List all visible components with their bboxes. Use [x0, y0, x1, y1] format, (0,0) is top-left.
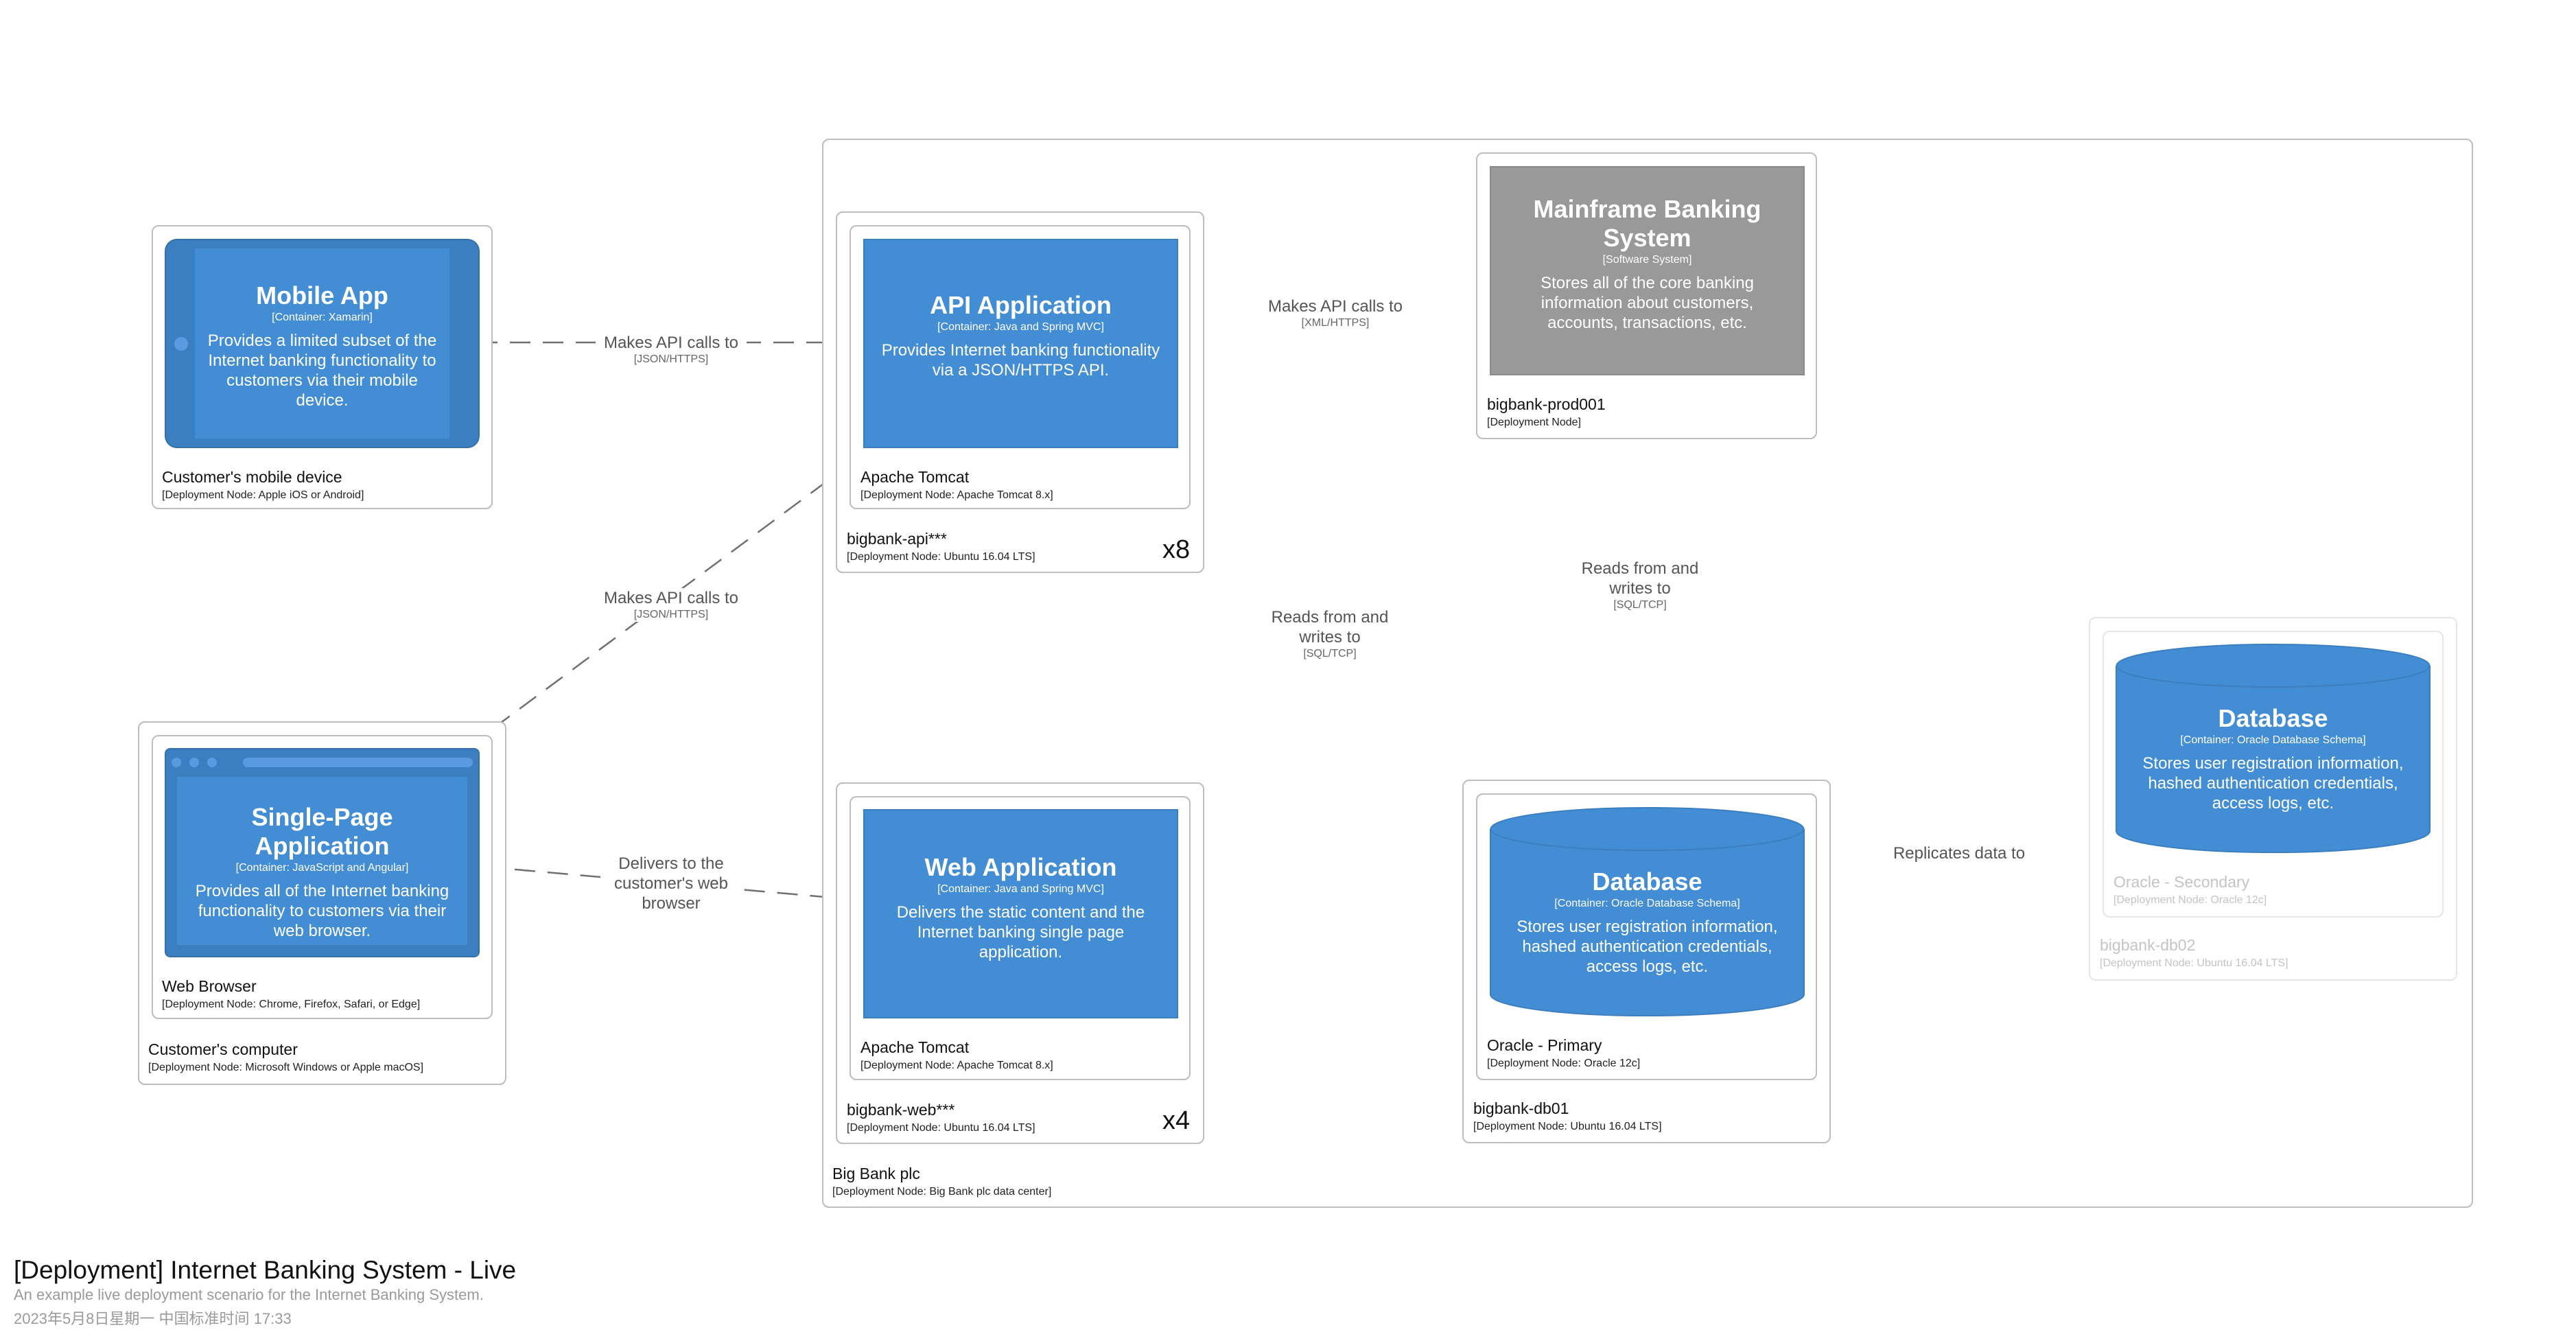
diagram-date: 2023年5月8日星期一 中国标准时间 17:33	[14, 1310, 292, 1327]
node-customer-computer-meta: [Deployment Node: Microsoft Windows or A…	[148, 1062, 424, 1073]
container-mainframe[interactable]: Mainframe Banking System [Software Syste…	[1490, 166, 1805, 375]
db-secondary-desc: Stores user registration information, ha…	[2142, 754, 2404, 813]
node-db01-meta: [Deployment Node: Ubuntu 16.04 LTS]	[1473, 1121, 1662, 1132]
db-secondary-title: Database	[2218, 704, 2328, 732]
mobile-app-desc: Provides a limited subset of the Interne…	[207, 331, 437, 410]
edge-label-text: Delivers to the customer's web browser	[614, 854, 728, 913]
container-web-app[interactable]: Web Application [Container: Java and Spr…	[863, 809, 1178, 1018]
diagram-description: An example live deployment scenario for …	[14, 1286, 484, 1303]
node-web-host-meta: [Deployment Node: Ubuntu 16.04 LTS]	[847, 1122, 1035, 1134]
edge-label-replicates: Replicates data to	[1880, 843, 2038, 863]
node-prod001-name: bigbank-prod001	[1487, 395, 1606, 413]
node-api-tomcat-meta: [Deployment Node: Apache Tomcat 8.x]	[860, 489, 1053, 501]
db-secondary-type: [Container: Oracle Database Schema]	[2180, 734, 2366, 746]
container-db-secondary[interactable]: Database [Container: Oracle Database Sch…	[2116, 644, 2431, 853]
mainframe-title: Mainframe Banking System	[1533, 195, 1761, 252]
edge-label-tech: [XML/HTTPS]	[1301, 317, 1370, 329]
db-primary-title: Database	[1592, 867, 1702, 896]
node-bigbank-name: Big Bank plc	[832, 1165, 920, 1182]
edge-label-text: Makes API calls to	[603, 589, 739, 607]
edge-label-tech: [SQL/TCP]	[1613, 599, 1667, 611]
web-app-desc: Delivers the static content and the Inte…	[896, 903, 1145, 961]
edge-label-text: Reads from and writes to	[1581, 559, 1699, 598]
edge-label-tech: [SQL/TCP]	[1303, 648, 1357, 660]
web-app-title: Web Application	[924, 853, 1117, 881]
mainframe-type: [Software System]	[1602, 254, 1692, 266]
node-web-browser-meta: [Deployment Node: Chrome, Firefox, Safar…	[162, 999, 421, 1010]
edge-label-api-to-db-primary: Reads from and writes to [SQL/TCP]	[1261, 607, 1398, 661]
database-cylinder-secondary	[2116, 644, 2431, 853]
api-app-type: [Container: Java and Spring MVC]	[937, 321, 1104, 333]
container-spa[interactable]: Single-Page Application [Container: Java…	[165, 748, 480, 957]
node-customer-computer-name: Customer's computer	[148, 1040, 298, 1058]
phone-home-button	[174, 336, 188, 351]
browser-toolbar	[172, 755, 473, 769]
api-app-desc: Provides Internet banking functionality …	[881, 341, 1160, 380]
container-api-app[interactable]: API Application [Container: Java and Spr…	[863, 239, 1178, 448]
container-mobile-app[interactable]: Mobile App [Container: Xamarin] Provides…	[165, 239, 480, 448]
db-primary-desc: Stores user registration information, ha…	[1517, 918, 1778, 976]
node-prod001-meta: [Deployment Node]	[1487, 417, 1581, 428]
node-web-browser-name: Web Browser	[162, 977, 257, 995]
node-api-host-name: bigbank-api***	[847, 530, 947, 548]
node-oracle-secondary-name: Oracle - Secondary	[2114, 873, 2250, 891]
node-oracle-primary-meta: [Deployment Node: Oracle 12c]	[1487, 1058, 1641, 1069]
node-db02-name: bigbank-db02	[2100, 936, 2196, 954]
node-api-tomcat-name: Apache Tomcat	[860, 468, 970, 486]
spa-title: Single-Page Application	[251, 803, 393, 860]
node-db02-meta: [Deployment Node: Ubuntu 16.04 LTS]	[2100, 957, 2288, 969]
node-mobile-device-name: Customer's mobile device	[162, 468, 342, 486]
node-web-tomcat-meta: [Deployment Node: Apache Tomcat 8.x]	[860, 1060, 1053, 1071]
node-mobile-device-meta: [Deployment Node: Apple iOS or Android]	[162, 489, 364, 501]
diagram-title: [Deployment] Internet Banking System - L…	[14, 1256, 517, 1284]
edge-label-text: Makes API calls to	[1267, 297, 1403, 316]
database-cylinder-primary	[1490, 807, 1805, 1016]
edge-label-api-to-mainframe: Makes API calls to [XML/HTTPS]	[1260, 296, 1411, 330]
browser-viewport	[177, 777, 467, 945]
edge-label-web-to-spa: Delivers to the customer's web browser	[600, 854, 742, 913]
edge-label-mobile-to-api: Makes API calls to [JSON/HTTPS]	[596, 333, 747, 366]
db-primary-type: [Container: Oracle Database Schema]	[1554, 898, 1740, 909]
edge-label-tech: [JSON/HTTPS]	[633, 353, 709, 365]
phone-screen	[195, 248, 449, 439]
node-web-tomcat-name: Apache Tomcat	[860, 1038, 970, 1056]
spa-desc: Provides all of the Internet banking fun…	[195, 882, 449, 940]
node-db01-name: bigbank-db01	[1473, 1099, 1569, 1117]
node-oracle-primary-name: Oracle - Primary	[1487, 1036, 1602, 1054]
edge-label-spa-to-api: Makes API calls to [JSON/HTTPS]	[596, 588, 747, 622]
mobile-app-title: Mobile App	[256, 281, 388, 310]
web-host-multiplicity: x4	[1162, 1106, 1191, 1135]
edge-label-tech: [JSON/HTTPS]	[633, 609, 709, 620]
edge-spa-to-api	[466, 443, 878, 749]
api-app-title: API Application	[930, 291, 1112, 319]
edge-label-text: Makes API calls to	[603, 334, 739, 352]
node-web-host-name: bigbank-web***	[847, 1101, 955, 1119]
node-bigbank-meta: [Deployment Node: Big Bank plc data cent…	[832, 1186, 1052, 1198]
edge-label-text: Replicates data to	[1893, 844, 2026, 863]
edge-label-api-to-db-secondary: Reads from and writes to [SQL/TCP]	[1571, 559, 1709, 612]
node-oracle-secondary-meta: [Deployment Node: Oracle 12c]	[2114, 894, 2267, 906]
node-api-host-meta: [Deployment Node: Ubuntu 16.04 LTS]	[847, 551, 1035, 563]
api-host-multiplicity: x8	[1162, 535, 1191, 564]
mobile-app-type: [Container: Xamarin]	[272, 312, 373, 323]
spa-type: [Container: JavaScript and Angular]	[235, 862, 409, 874]
container-db-primary[interactable]: Database [Container: Oracle Database Sch…	[1490, 807, 1805, 1016]
mainframe-desc: Stores all of the core banking informati…	[1541, 274, 1754, 332]
web-app-type: [Container: Java and Spring MVC]	[937, 883, 1104, 895]
edge-label-text: Reads from and writes to	[1271, 608, 1389, 646]
